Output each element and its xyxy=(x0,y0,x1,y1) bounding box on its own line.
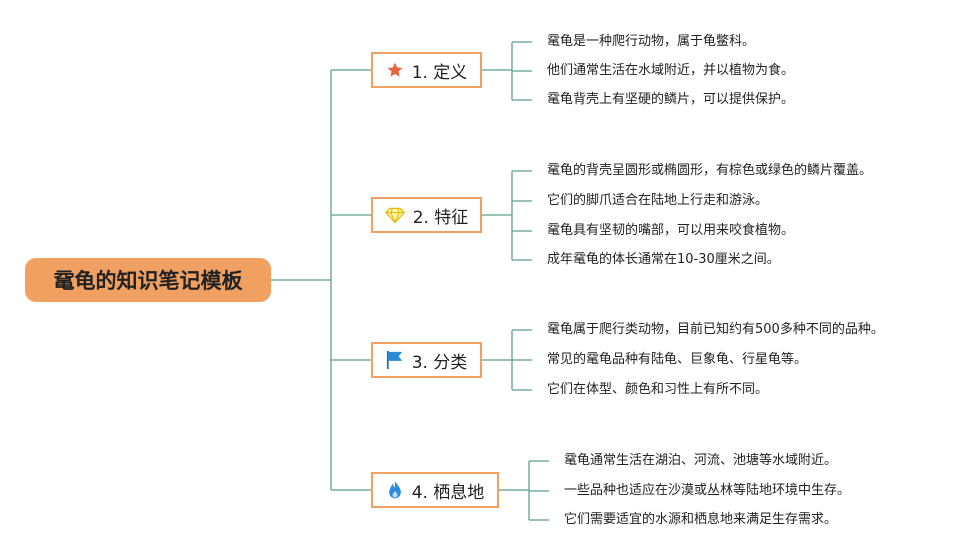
leaf-item: 鼋龟的背壳呈圆形或椭圆形，有棕色或绿色的鳞片覆盖。 xyxy=(547,163,873,178)
star-icon xyxy=(386,61,404,79)
leaf-item: 鼋龟背壳上有坚硬的鳞片，可以提供保护。 xyxy=(547,92,795,107)
flag-icon xyxy=(386,350,404,370)
leaf-item: 鼋龟具有坚韧的嘴部，可以用来咬食植物。 xyxy=(547,223,795,238)
leaf-item: 鼋龟通常生活在湖泊、河流、池塘等水域附近。 xyxy=(564,453,838,468)
root-title: 鼋龟的知识笔记模板 xyxy=(53,269,243,293)
leaf-item: 成年鼋龟的体长通常在10-30厘米之间。 xyxy=(547,252,780,267)
branch-definition[interactable]: 1. 定义 xyxy=(371,52,482,88)
leaf-connector-3 xyxy=(482,329,532,391)
branch-habitat[interactable]: 4. 栖息地 xyxy=(371,472,499,508)
leaf-connector-2 xyxy=(482,170,532,261)
leaf-item: 一些品种也适应在沙漠或丛林等陆地环境中生存。 xyxy=(564,483,851,498)
branch-label: 1. 定义 xyxy=(411,62,468,83)
leaf-item: 他们通常生活在水域附近，并以植物为食。 xyxy=(547,63,795,78)
leaf-item: 它们的脚爪适合在陆地上行走和游泳。 xyxy=(547,193,769,208)
leaf-item: 鼋龟是一种爬行动物，属于龟鳖科。 xyxy=(547,34,756,49)
branch-features[interactable]: 2. 特征 xyxy=(371,197,482,233)
leaf-item: 它们在体型、颜色和习性上有所不同。 xyxy=(547,382,769,397)
branch-classification[interactable]: 3. 分类 xyxy=(371,342,482,378)
branch-label: 2. 特征 xyxy=(412,207,469,228)
leaf-connector-4 xyxy=(499,460,549,521)
leaf-connector-1 xyxy=(482,41,532,101)
branch-label: 4. 栖息地 xyxy=(411,482,485,503)
branch-label: 3. 分类 xyxy=(411,352,468,373)
leaf-item: 常见的鼋龟品种有陆龟、巨象龟、行星龟等。 xyxy=(547,352,808,367)
diamond-icon xyxy=(384,206,405,224)
leaf-item: 它们需要适宜的水源和栖息地来满足生存需求。 xyxy=(564,512,838,527)
root-node[interactable]: 鼋龟的知识笔记模板 xyxy=(25,258,271,302)
fire-icon xyxy=(386,480,404,500)
leaf-item: 鼋龟属于爬行类动物，目前已知约有500多种不同的品种。 xyxy=(547,322,884,337)
